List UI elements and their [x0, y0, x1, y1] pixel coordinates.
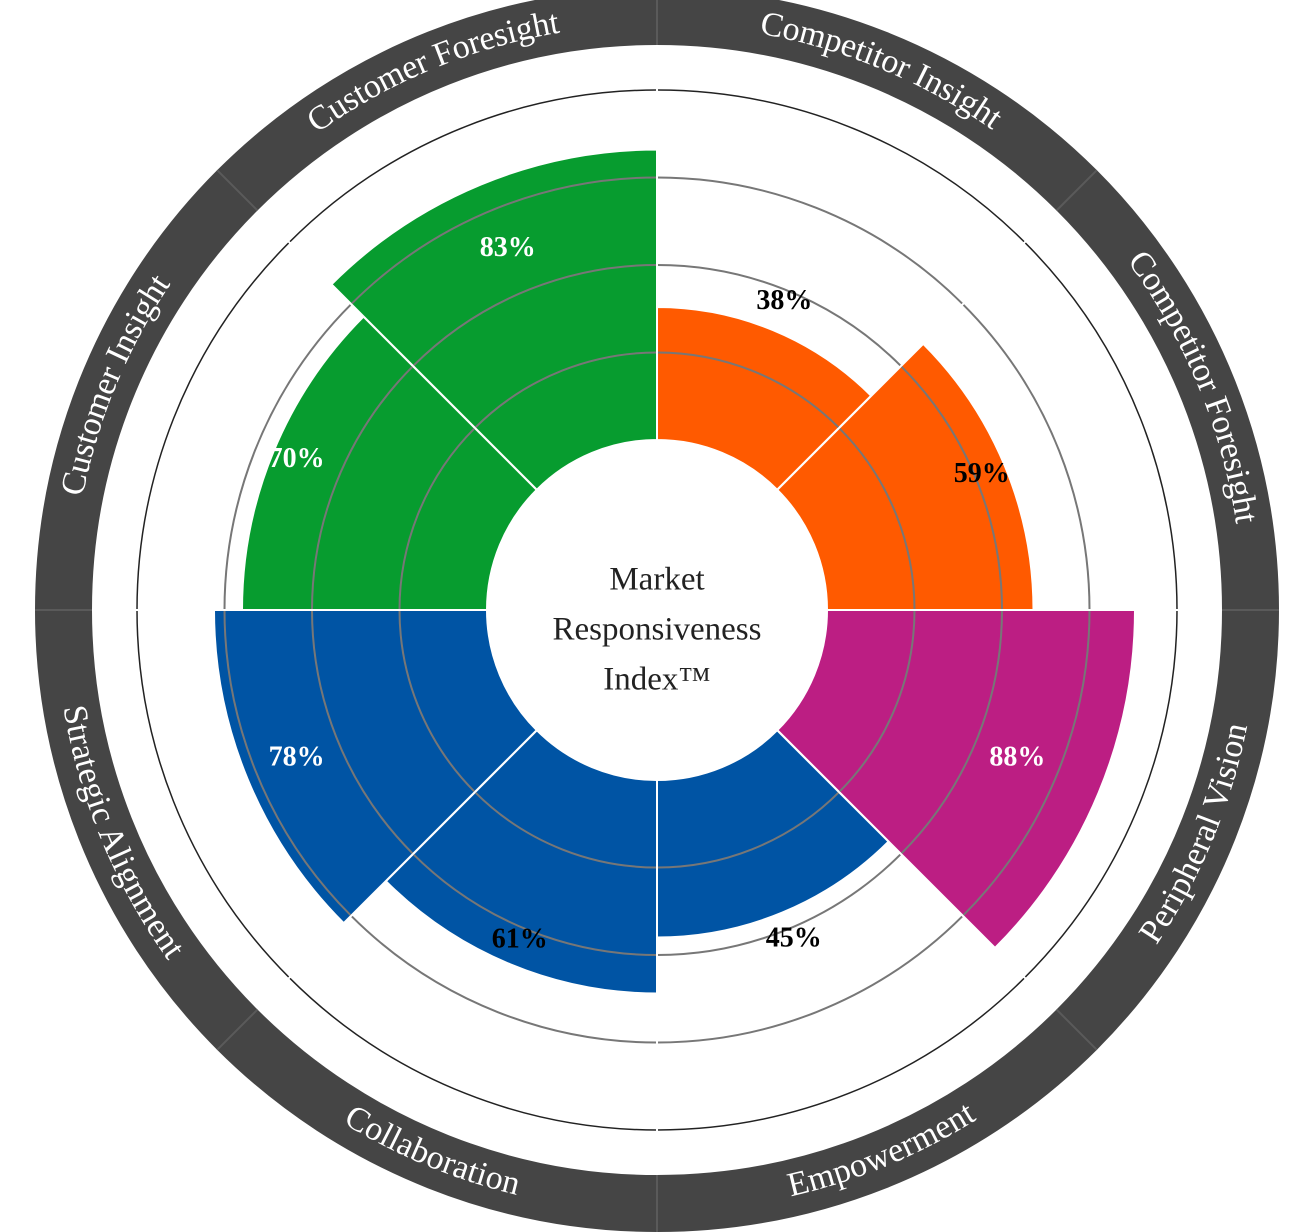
axis-spoke — [776, 220, 1047, 491]
sector-peripheral-vision — [775, 609, 1137, 950]
center-label-line: Responsiveness — [553, 612, 762, 648]
center-circle — [487, 440, 827, 780]
category-label: Competitor Insight — [758, 5, 1010, 137]
category-label: Customer Foresight — [300, 4, 562, 140]
category-label: Customer Insight — [54, 267, 178, 498]
value-label: 88% — [989, 742, 1045, 773]
value-label: 61% — [492, 924, 548, 955]
category-label: Competitor Foresight — [1121, 244, 1265, 526]
value-label: 70% — [269, 443, 325, 474]
center-label-line: Index™ — [603, 662, 710, 698]
value-label: 83% — [480, 232, 536, 263]
axis-spoke — [776, 729, 1047, 1000]
axis-spoke — [267, 220, 538, 491]
value-label: 78% — [269, 742, 325, 773]
value-label: 38% — [756, 285, 812, 316]
ring-separator — [216, 1008, 259, 1051]
ring-separator — [1055, 169, 1098, 212]
value-label: 45% — [766, 923, 822, 954]
ring-separator — [1055, 1008, 1098, 1051]
ring-separator — [216, 169, 259, 212]
center-label-line: Market — [609, 562, 704, 598]
axis-spoke — [267, 729, 538, 1000]
value-label: 59% — [954, 458, 1010, 489]
